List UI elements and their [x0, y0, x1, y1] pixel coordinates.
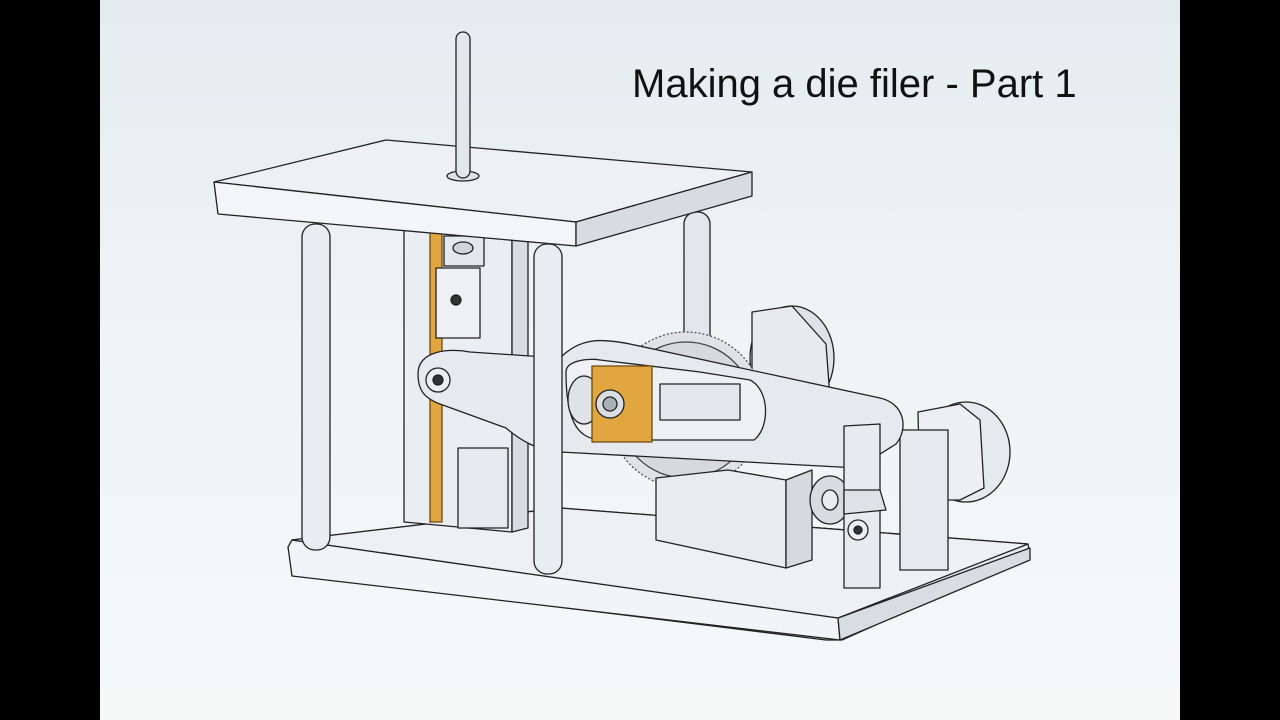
motor-right: [809, 401, 1011, 571]
gear-support-block: [655, 469, 813, 569]
crank-link: [843, 423, 887, 589]
plunger-rod: [455, 31, 471, 179]
cad-viewport: Making a die filer - Part 1: [100, 0, 1180, 720]
video-title: Making a die filer - Part 1: [632, 62, 1077, 106]
front-columns: [301, 223, 563, 575]
die-filer-3d-model: [213, 31, 1031, 641]
top-plate: [213, 139, 753, 247]
